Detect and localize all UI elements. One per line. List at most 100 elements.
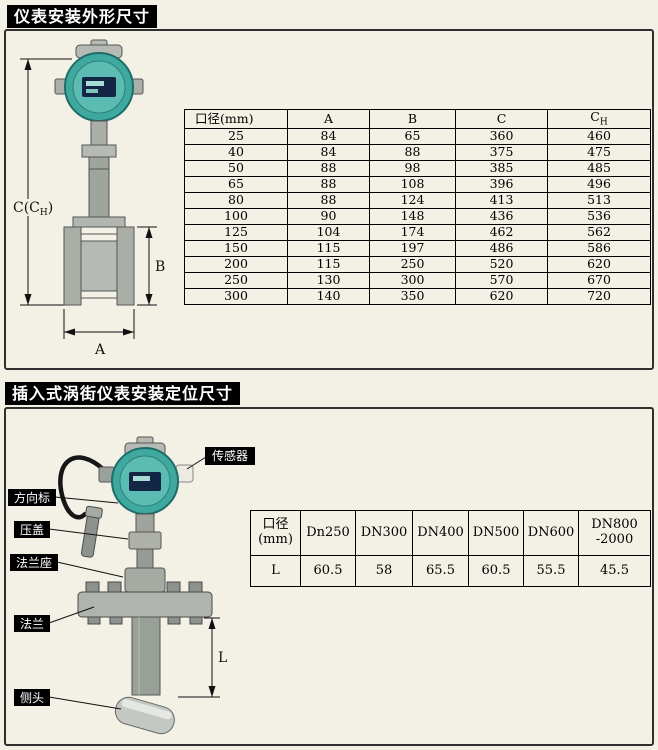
svg-text:传感器: 传感器 bbox=[212, 448, 248, 463]
table-cell: 60.5 bbox=[468, 555, 524, 587]
table-cell: 462 bbox=[455, 223, 548, 241]
flowmeter-dimension-drawing: C(CH) bbox=[12, 39, 165, 358]
header-ch: CH bbox=[547, 109, 651, 129]
flange-label: 法兰 bbox=[14, 606, 95, 632]
table-cell: 65 bbox=[369, 127, 456, 145]
table-cell: 65.5 bbox=[412, 555, 469, 587]
cable bbox=[58, 455, 105, 520]
svg-text:方向标: 方向标 bbox=[14, 490, 50, 505]
table-cell: 84 bbox=[287, 127, 370, 145]
table-cell: 88 bbox=[287, 159, 370, 177]
dim-a-label: A bbox=[94, 342, 106, 358]
dim-c-label-bg bbox=[12, 199, 58, 216]
insertion-dimension-table: 口径 (mm) Dn250 DN300 DN400 DN500 DN600 DN… bbox=[250, 510, 651, 587]
table-cell: 55.5 bbox=[523, 555, 579, 587]
table-cell: 620 bbox=[455, 287, 548, 305]
table-cell: 88 bbox=[369, 143, 456, 161]
section2-title: 插入式涡街仪表安装定位尺寸 bbox=[5, 382, 241, 406]
arrow-down-icon bbox=[145, 294, 153, 305]
arrow-down-icon bbox=[208, 686, 216, 697]
table-cell: 40 bbox=[184, 143, 288, 161]
header-diameter: 口径(mm) bbox=[184, 109, 288, 129]
table-cell: 385 bbox=[455, 159, 548, 177]
table-cell: 58 bbox=[355, 555, 413, 587]
table-cell: 104 bbox=[287, 223, 370, 241]
table-cell: 300 bbox=[369, 271, 456, 289]
header-a: A bbox=[287, 109, 370, 129]
flange-seat-part bbox=[124, 567, 166, 593]
table-cell: 486 bbox=[455, 239, 548, 257]
gland-part bbox=[128, 531, 162, 550]
table-cell: 396 bbox=[455, 175, 548, 193]
table-cell: 124 bbox=[369, 191, 456, 209]
table-cell: 570 bbox=[455, 271, 548, 289]
arrow-right-icon bbox=[123, 328, 134, 336]
lcd-display bbox=[129, 472, 161, 491]
transmitter-head bbox=[54, 39, 144, 122]
arrow-up-icon bbox=[145, 227, 153, 238]
arrow-down-icon bbox=[24, 294, 32, 305]
arrow-up-icon bbox=[208, 618, 216, 629]
table-cell: 197 bbox=[369, 239, 456, 257]
header-dn300: DN300 bbox=[355, 510, 413, 556]
meter-body bbox=[63, 120, 135, 306]
direction-indicator-label: 方向标 bbox=[8, 489, 119, 506]
table-cell: 360 bbox=[455, 127, 548, 145]
header-dn250: Dn250 bbox=[300, 510, 356, 556]
header-b: B bbox=[369, 109, 456, 129]
table-cell: 513 bbox=[547, 191, 651, 209]
table-cell: 300 bbox=[184, 287, 288, 305]
header-dn500: DN500 bbox=[468, 510, 524, 556]
table-cell: 413 bbox=[455, 191, 548, 209]
arrow-left-icon bbox=[64, 328, 75, 336]
header-dn600: DN600 bbox=[523, 510, 579, 556]
table-cell: 108 bbox=[369, 175, 456, 193]
table-cell: 80 bbox=[184, 191, 288, 209]
header-c: C bbox=[455, 109, 548, 129]
table-cell: 130 bbox=[287, 271, 370, 289]
cable-rod bbox=[80, 505, 103, 558]
table-cell: 174 bbox=[369, 223, 456, 241]
sensor-probe bbox=[114, 696, 175, 735]
svg-text:法兰: 法兰 bbox=[20, 617, 44, 631]
dim-c-lines bbox=[20, 58, 72, 306]
dim-c-label: C(CH) bbox=[13, 200, 53, 218]
table-cell: 84 bbox=[287, 143, 370, 161]
insertion-flowmeter-drawing: L 传感器 方向标 压盖 法兰座 bbox=[8, 436, 255, 735]
transmitter-head bbox=[98, 436, 194, 515]
table-cell: 200 bbox=[184, 255, 288, 273]
header-dn800-2000: DN800 -2000 bbox=[578, 510, 651, 556]
table-cell: 536 bbox=[547, 207, 651, 225]
table-cell: 60.5 bbox=[300, 555, 356, 587]
table-cell: 475 bbox=[547, 143, 651, 161]
table-header-row: 口径 (mm) Dn250 DN300 DN400 DN500 DN600 DN… bbox=[250, 510, 651, 556]
table-header-row: 口径(mm) A B C CH bbox=[184, 109, 651, 129]
table-cell: 148 bbox=[369, 207, 456, 225]
table-value-row: L 60.5 58 65.5 60.5 55.5 45.5 bbox=[250, 555, 651, 587]
table-cell: 520 bbox=[455, 255, 548, 273]
table-cell: 90 bbox=[287, 207, 370, 225]
table-cell: 115 bbox=[287, 239, 370, 257]
section1-box: C(CH) bbox=[4, 29, 654, 370]
flange bbox=[77, 581, 213, 625]
header-diameter: 口径 (mm) bbox=[250, 510, 301, 556]
table-cell: 720 bbox=[547, 287, 651, 305]
dim-b-label: B bbox=[155, 259, 165, 275]
table-cell: 98 bbox=[369, 159, 456, 177]
arrow-up-icon bbox=[24, 59, 32, 70]
table-cell: 350 bbox=[369, 287, 456, 305]
table-cell: 620 bbox=[547, 255, 651, 273]
table-cell: 250 bbox=[369, 255, 456, 273]
sensor-label: 传感器 bbox=[186, 447, 255, 470]
svg-text:压盖: 压盖 bbox=[20, 523, 44, 537]
svg-text:侧头: 侧头 bbox=[20, 691, 44, 705]
